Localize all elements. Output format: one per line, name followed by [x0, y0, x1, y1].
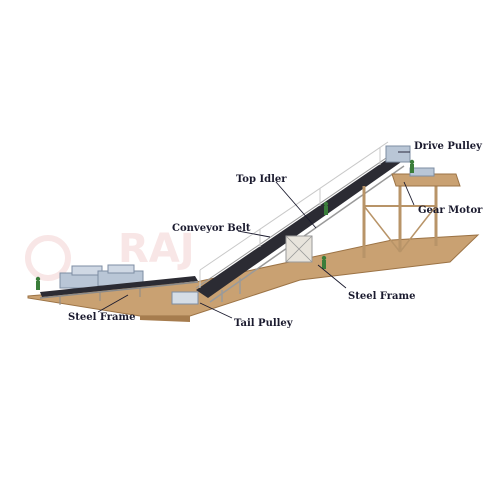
drive-pulley-housing	[385, 145, 411, 163]
person-icon	[35, 276, 41, 290]
leader-steel-frame-right	[317, 264, 347, 289]
callout-labels: Drive Pulley Top Idler Gear Motor Convey…	[68, 141, 483, 329]
head-structure	[362, 145, 461, 258]
leader-tail-pulley	[199, 302, 233, 319]
person-icon	[409, 159, 415, 173]
label-gear-motor: Gear Motor	[418, 205, 483, 216]
watermark-logo-icon	[25, 235, 71, 281]
conveyor-rail-lower	[209, 165, 405, 303]
head-platform	[391, 173, 461, 187]
head-brace	[363, 205, 401, 253]
feeder-belt	[40, 276, 198, 297]
tower-brace	[285, 235, 313, 263]
watermark-text: RAJ	[118, 226, 195, 272]
feeder-hopper-top-2	[107, 264, 135, 274]
head-brace	[399, 205, 437, 253]
label-steel-frame-right: Steel Frame	[348, 291, 415, 302]
ground-edge	[140, 316, 190, 322]
feeder-steel-frame	[39, 281, 199, 299]
steel-frame-tower	[285, 235, 313, 263]
label-tail-pulley: Tail Pulley	[234, 318, 294, 329]
feeder-conveyor	[39, 264, 199, 305]
label-conveyor-belt: Conveyor Belt	[172, 223, 251, 234]
label-steel-frame-left: Steel Frame	[68, 312, 135, 323]
watermark: RAJ	[25, 226, 195, 281]
leader-gear-motor	[403, 181, 415, 206]
tail-pulley-housing	[171, 291, 199, 305]
leader-steel-frame-left	[97, 294, 129, 313]
leader-lines	[97, 151, 415, 319]
walkway-handrail	[199, 141, 389, 271]
workers	[35, 159, 415, 290]
conveyor-belt-surface	[196, 156, 404, 298]
leader-conveyor-belt	[237, 230, 271, 238]
leader-top-idler	[275, 181, 317, 229]
person-icon	[321, 255, 327, 269]
person-icon	[323, 201, 329, 215]
conveyor-rail-upper	[195, 153, 393, 289]
inclined-conveyor	[171, 141, 405, 305]
label-top-idler: Top Idler	[236, 174, 287, 185]
label-drive-pulley: Drive Pulley	[414, 141, 483, 152]
